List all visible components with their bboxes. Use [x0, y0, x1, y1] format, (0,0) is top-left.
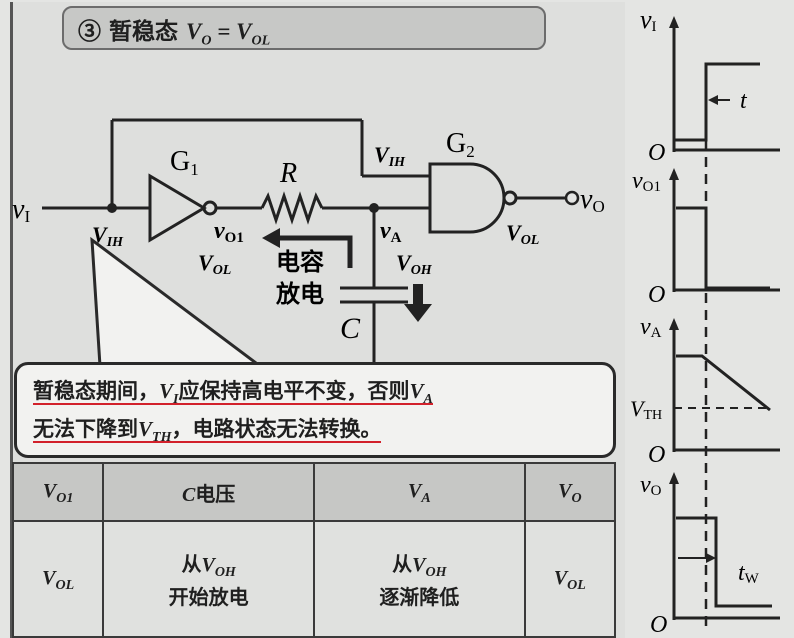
vo1-wave-label: vO1	[632, 168, 661, 195]
header-vo1: VO1	[11, 462, 105, 522]
input-label: vI	[12, 194, 30, 226]
vo1-axis-arrow	[669, 168, 679, 180]
resistor-label: R	[279, 158, 297, 189]
va-node-dot	[369, 203, 379, 213]
voh-arrowhead	[404, 304, 432, 322]
g2-label: G2	[446, 128, 475, 161]
vo-wave-label: vO	[640, 472, 662, 499]
circuit-diagram: vI VIH G1 R vO1 VOL vA VOH VIH G2 vO VOL…	[12, 118, 605, 368]
output-terminal	[564, 190, 580, 206]
title-marker: ③	[78, 18, 101, 45]
resistor	[260, 191, 324, 225]
va-wave-label: vA	[640, 314, 662, 341]
waveform-panel: vI O t vO1 O vA VTH O vO tW O	[630, 5, 780, 638]
vih-g2-label: VIH	[374, 142, 406, 170]
vo-waveform	[676, 516, 772, 608]
discharge-label-2: 放电	[275, 280, 324, 308]
vih-node-dot	[107, 203, 117, 213]
vih-node-label: VIH	[92, 222, 124, 250]
g1-label: G1	[170, 146, 199, 179]
va-label: vA	[380, 218, 402, 246]
vo1-label: vO1	[214, 218, 244, 246]
vth-label: VTH	[630, 396, 662, 423]
zero-label-3: O	[648, 442, 665, 468]
zero-label-4: O	[650, 612, 667, 638]
g2-nand	[428, 162, 506, 234]
voh-label: VOH	[396, 250, 433, 278]
callout-pointer	[90, 236, 265, 368]
vo1-waveform	[676, 206, 770, 290]
discharge-arrow	[268, 235, 353, 268]
header-c-voltage: C电压	[102, 462, 315, 522]
discharge-arrowhead	[262, 228, 280, 248]
tw-label: tW	[738, 560, 760, 587]
zero-label-2: O	[648, 282, 665, 308]
callout-line-2: 无法下降到VTH，电路状态无法转换。	[33, 417, 382, 446]
title-equation: VO = VOL	[186, 19, 271, 49]
va-waveform	[676, 354, 771, 412]
header-vo: VO	[523, 462, 617, 522]
title-text: 暂稳态	[109, 18, 187, 45]
output-label: vO	[580, 184, 605, 216]
table-header-row: VO1 C电压 VA VO	[11, 462, 617, 522]
capacitor-label: C	[340, 312, 361, 345]
zero-label-1: O	[648, 140, 665, 166]
voh-arrow-shaft	[413, 284, 423, 306]
t-label: t	[740, 88, 748, 114]
vi-axis-arrow	[669, 16, 679, 28]
title-box	[62, 6, 546, 50]
page-title: ③ 暂稳态 VO = VOL	[78, 12, 270, 50]
vi-wave-label: vI	[640, 5, 657, 35]
g1-vol-label: VOL	[198, 250, 231, 278]
vi-waveform	[674, 62, 760, 142]
va-axis-arrow	[669, 318, 679, 330]
cell-vo1: VOL	[11, 520, 105, 638]
callout-box: 暂稳态期间，VI应保持高电平不变，否则VA 无法下降到VTH，电路状态无法转换。	[14, 362, 616, 458]
g2-bubble	[502, 190, 518, 206]
cell-vo: VOL	[523, 520, 617, 638]
callout-line-1: 暂稳态期间，VI应保持高电平不变，否则VA	[33, 379, 433, 408]
g2-vol-label: VOL	[506, 220, 539, 248]
vo-axis-arrow	[669, 472, 679, 484]
g1-inverter	[148, 173, 207, 243]
discharge-label-1: 电容	[276, 248, 324, 276]
header-va: VA	[312, 462, 526, 522]
